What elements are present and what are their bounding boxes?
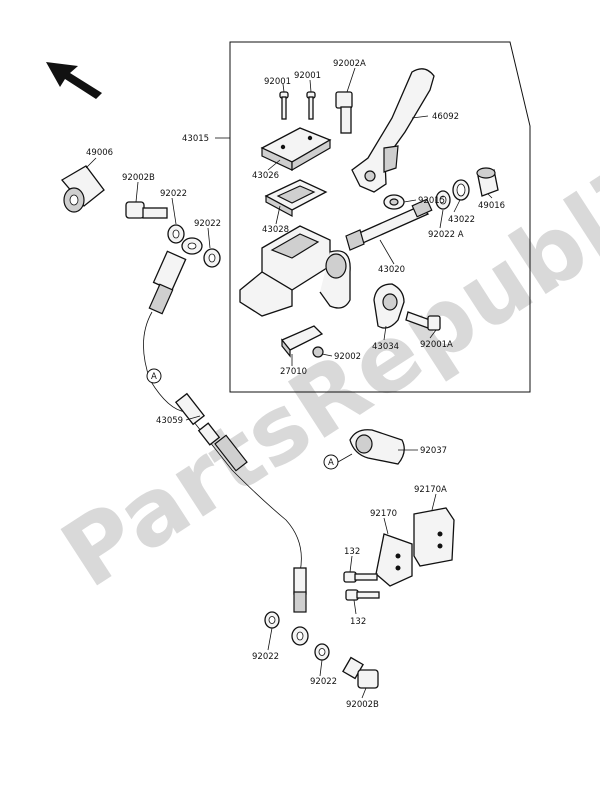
hose-clamp-92037 xyxy=(349,429,405,465)
banjo-fitting-49006 xyxy=(61,165,105,213)
bolt-92002a xyxy=(335,91,353,134)
washer-92022-d xyxy=(314,643,330,661)
label-49006: 49006 xyxy=(86,148,113,158)
label-92002b-bottom: 92002B xyxy=(346,700,379,710)
dust-boot-49016 xyxy=(476,167,499,197)
diaphragm xyxy=(264,179,328,218)
part-labels: 43015 92002A 92001 92001 46092 49006 920… xyxy=(86,59,505,710)
label-92170a: 92170A xyxy=(414,485,447,495)
label-43034: 43034 xyxy=(372,342,399,352)
label-92022a: 92022 A xyxy=(428,230,464,240)
label-92022-a: 92022 xyxy=(160,189,187,199)
washer-92022-b xyxy=(203,248,221,268)
bolt-132-a xyxy=(343,571,378,583)
watermark: PartsRepublik xyxy=(44,122,600,608)
label-92170: 92170 xyxy=(370,509,397,519)
bolt-92001a xyxy=(405,311,441,331)
screw-92001-a xyxy=(279,91,289,120)
label-92022-d: 92022 xyxy=(310,677,337,687)
label-49016: 49016 xyxy=(478,201,505,211)
callout-a-clamp-label: A xyxy=(328,458,334,468)
label-92022-c: 92022 xyxy=(252,652,279,662)
hose-banjo-bottom xyxy=(291,567,309,646)
label-92002a-top: 92002A xyxy=(333,59,366,69)
label-27010: 27010 xyxy=(280,367,307,377)
direction-arrow-icon xyxy=(46,62,102,99)
piston-assembly xyxy=(345,198,433,251)
banjo-bolt-92002b-bottom xyxy=(342,656,379,689)
label-132-b: 132 xyxy=(350,617,366,627)
screw-92002 xyxy=(312,346,324,358)
brake-lever xyxy=(351,68,435,193)
label-92037: 92037 xyxy=(420,446,447,456)
label-43026: 43026 xyxy=(252,171,279,181)
label-46092: 46092 xyxy=(432,112,459,122)
washer-92015 xyxy=(383,194,405,210)
circlip-43022 xyxy=(452,179,470,201)
reservoir-cap xyxy=(260,127,332,172)
bracket-92170a xyxy=(413,507,455,567)
leader-lines xyxy=(85,67,493,699)
callout-a-hose-label: A xyxy=(151,372,157,382)
handlebar-clamp xyxy=(373,283,405,329)
bolt-132-b xyxy=(345,589,380,601)
label-92002b-left: 92002B xyxy=(122,173,155,183)
label-43028: 43028 xyxy=(262,225,289,235)
watermark-text: PartsRepublik xyxy=(44,122,600,608)
label-43059: 43059 xyxy=(156,416,183,426)
label-43020: 43020 xyxy=(378,265,405,275)
label-92001a: 92001A xyxy=(420,340,453,350)
bracket-92170 xyxy=(375,533,413,587)
label-92022-b: 92022 xyxy=(194,219,221,229)
screw-92001-b xyxy=(306,91,316,120)
banjo-bolt-92002b-top xyxy=(125,201,168,219)
label-92001-a: 92001 xyxy=(264,77,291,87)
label-43015: 43015 xyxy=(182,134,209,144)
callout-a-hose: A xyxy=(146,368,162,384)
washer-92022-a xyxy=(167,224,185,244)
washer-92022-c xyxy=(264,611,280,629)
label-92002: 92002 xyxy=(334,352,361,362)
master-cylinder-body xyxy=(239,225,351,317)
brake-light-switch xyxy=(280,325,324,358)
callout-a-clamp: A xyxy=(323,453,353,470)
label-132-a: 132 xyxy=(344,547,360,557)
label-92015: 92015 xyxy=(418,196,445,206)
assembly-frame xyxy=(229,41,531,393)
label-43022: 43022 xyxy=(448,215,475,225)
label-92001-b: 92001 xyxy=(294,71,321,81)
washer-92022a xyxy=(435,190,451,210)
hose-banjo-top xyxy=(148,237,203,315)
